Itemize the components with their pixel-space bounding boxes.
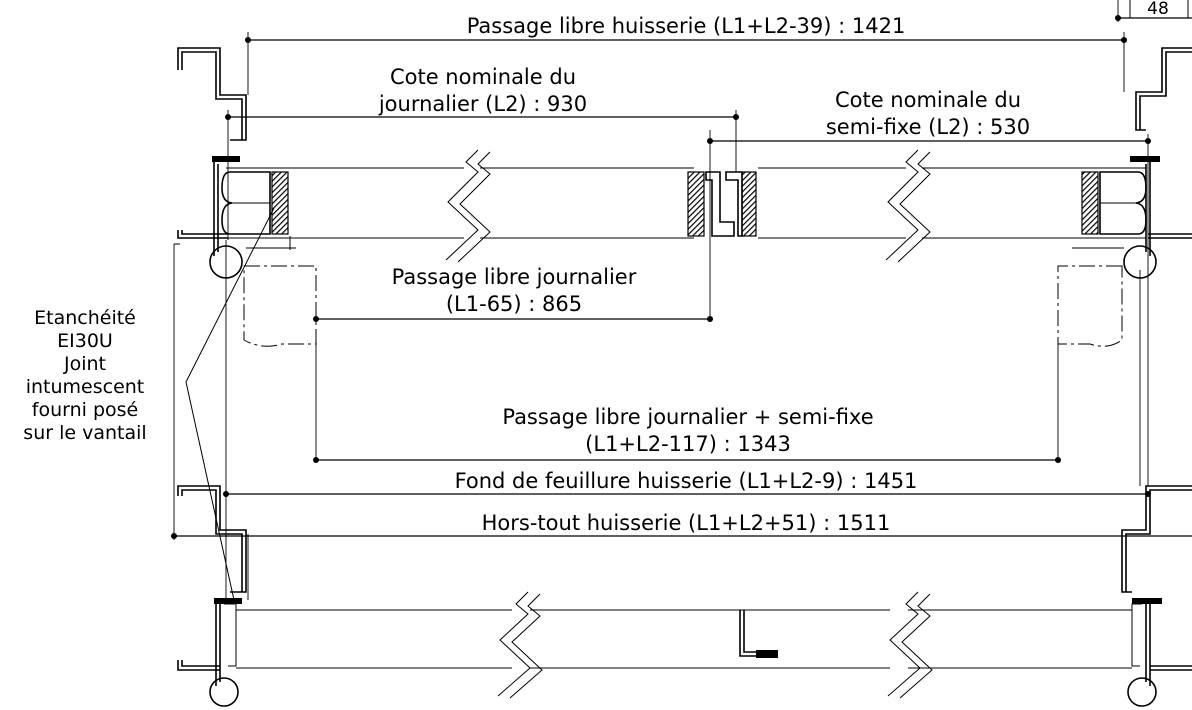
passage-total-label-2: (L1+L2-117) : 1343 xyxy=(585,432,791,456)
passage-libre-huisserie-label: Passage libre huisserie (L1+L2-39) : 142… xyxy=(467,14,906,38)
passage-journalier-label-2: (L1-65) : 865 xyxy=(446,292,582,316)
break-symbol-top-right xyxy=(885,149,931,263)
cote-journalier-label-2: journalier (L2) : 930 xyxy=(378,92,587,116)
right-frame-profile-top xyxy=(1130,47,1192,256)
side-note-line: fourni posé xyxy=(32,399,138,421)
side-note-line: Joint xyxy=(63,353,106,375)
dimension-lines xyxy=(171,15,1192,539)
passage-journalier-label-1: Passage libre journalier xyxy=(392,265,637,289)
leaves-bottom xyxy=(236,609,1132,669)
cote-semifixe-label-2: semi-fixe (L2) : 530 xyxy=(826,115,1030,139)
left-leaf-top xyxy=(221,167,694,250)
hors-tout-label: Hors-tout huisserie (L1+L2+51) : 1511 xyxy=(482,511,891,535)
left-leaf-open-outline xyxy=(243,265,317,347)
side-note-line: sur le vantail xyxy=(23,422,146,444)
dimension-48-box xyxy=(1129,0,1189,19)
break-symbol-bottom-right xyxy=(887,591,933,699)
right-leaf-top xyxy=(758,167,1147,249)
meeting-stile-top xyxy=(687,171,757,237)
side-note-line: EI30U xyxy=(57,330,113,352)
break-symbol-top-left xyxy=(445,149,491,263)
left-frame-profile-top xyxy=(177,47,247,256)
leader-lines xyxy=(185,207,275,601)
cote-journalier-label-1: Cote nominale du xyxy=(390,65,576,89)
break-symbol-bottom-left xyxy=(497,591,543,699)
fond-feuillure-label: Fond de feuillure huisserie (L1+L2-9) : … xyxy=(455,469,918,493)
right-leaf-open-outline xyxy=(1057,265,1123,347)
passage-total-label-1: Passage libre journalier + semi-fixe xyxy=(502,405,873,429)
side-note-line: intumescent xyxy=(26,376,145,398)
left-hinge-knuckle-bottom xyxy=(209,677,239,707)
side-note: Etanchéité EI30U Joint intumescent fourn… xyxy=(23,307,146,444)
right-hinge-knuckle-bottom xyxy=(1127,677,1157,707)
side-note-line: Etanchéité xyxy=(34,307,136,329)
cote-semifixe-label-1: Cote nominale du xyxy=(835,88,1021,112)
left-frame-profile-bottom xyxy=(177,485,247,686)
dimension-48-label: 48 xyxy=(1147,0,1169,19)
right-frame-profile-bottom xyxy=(1121,485,1192,686)
